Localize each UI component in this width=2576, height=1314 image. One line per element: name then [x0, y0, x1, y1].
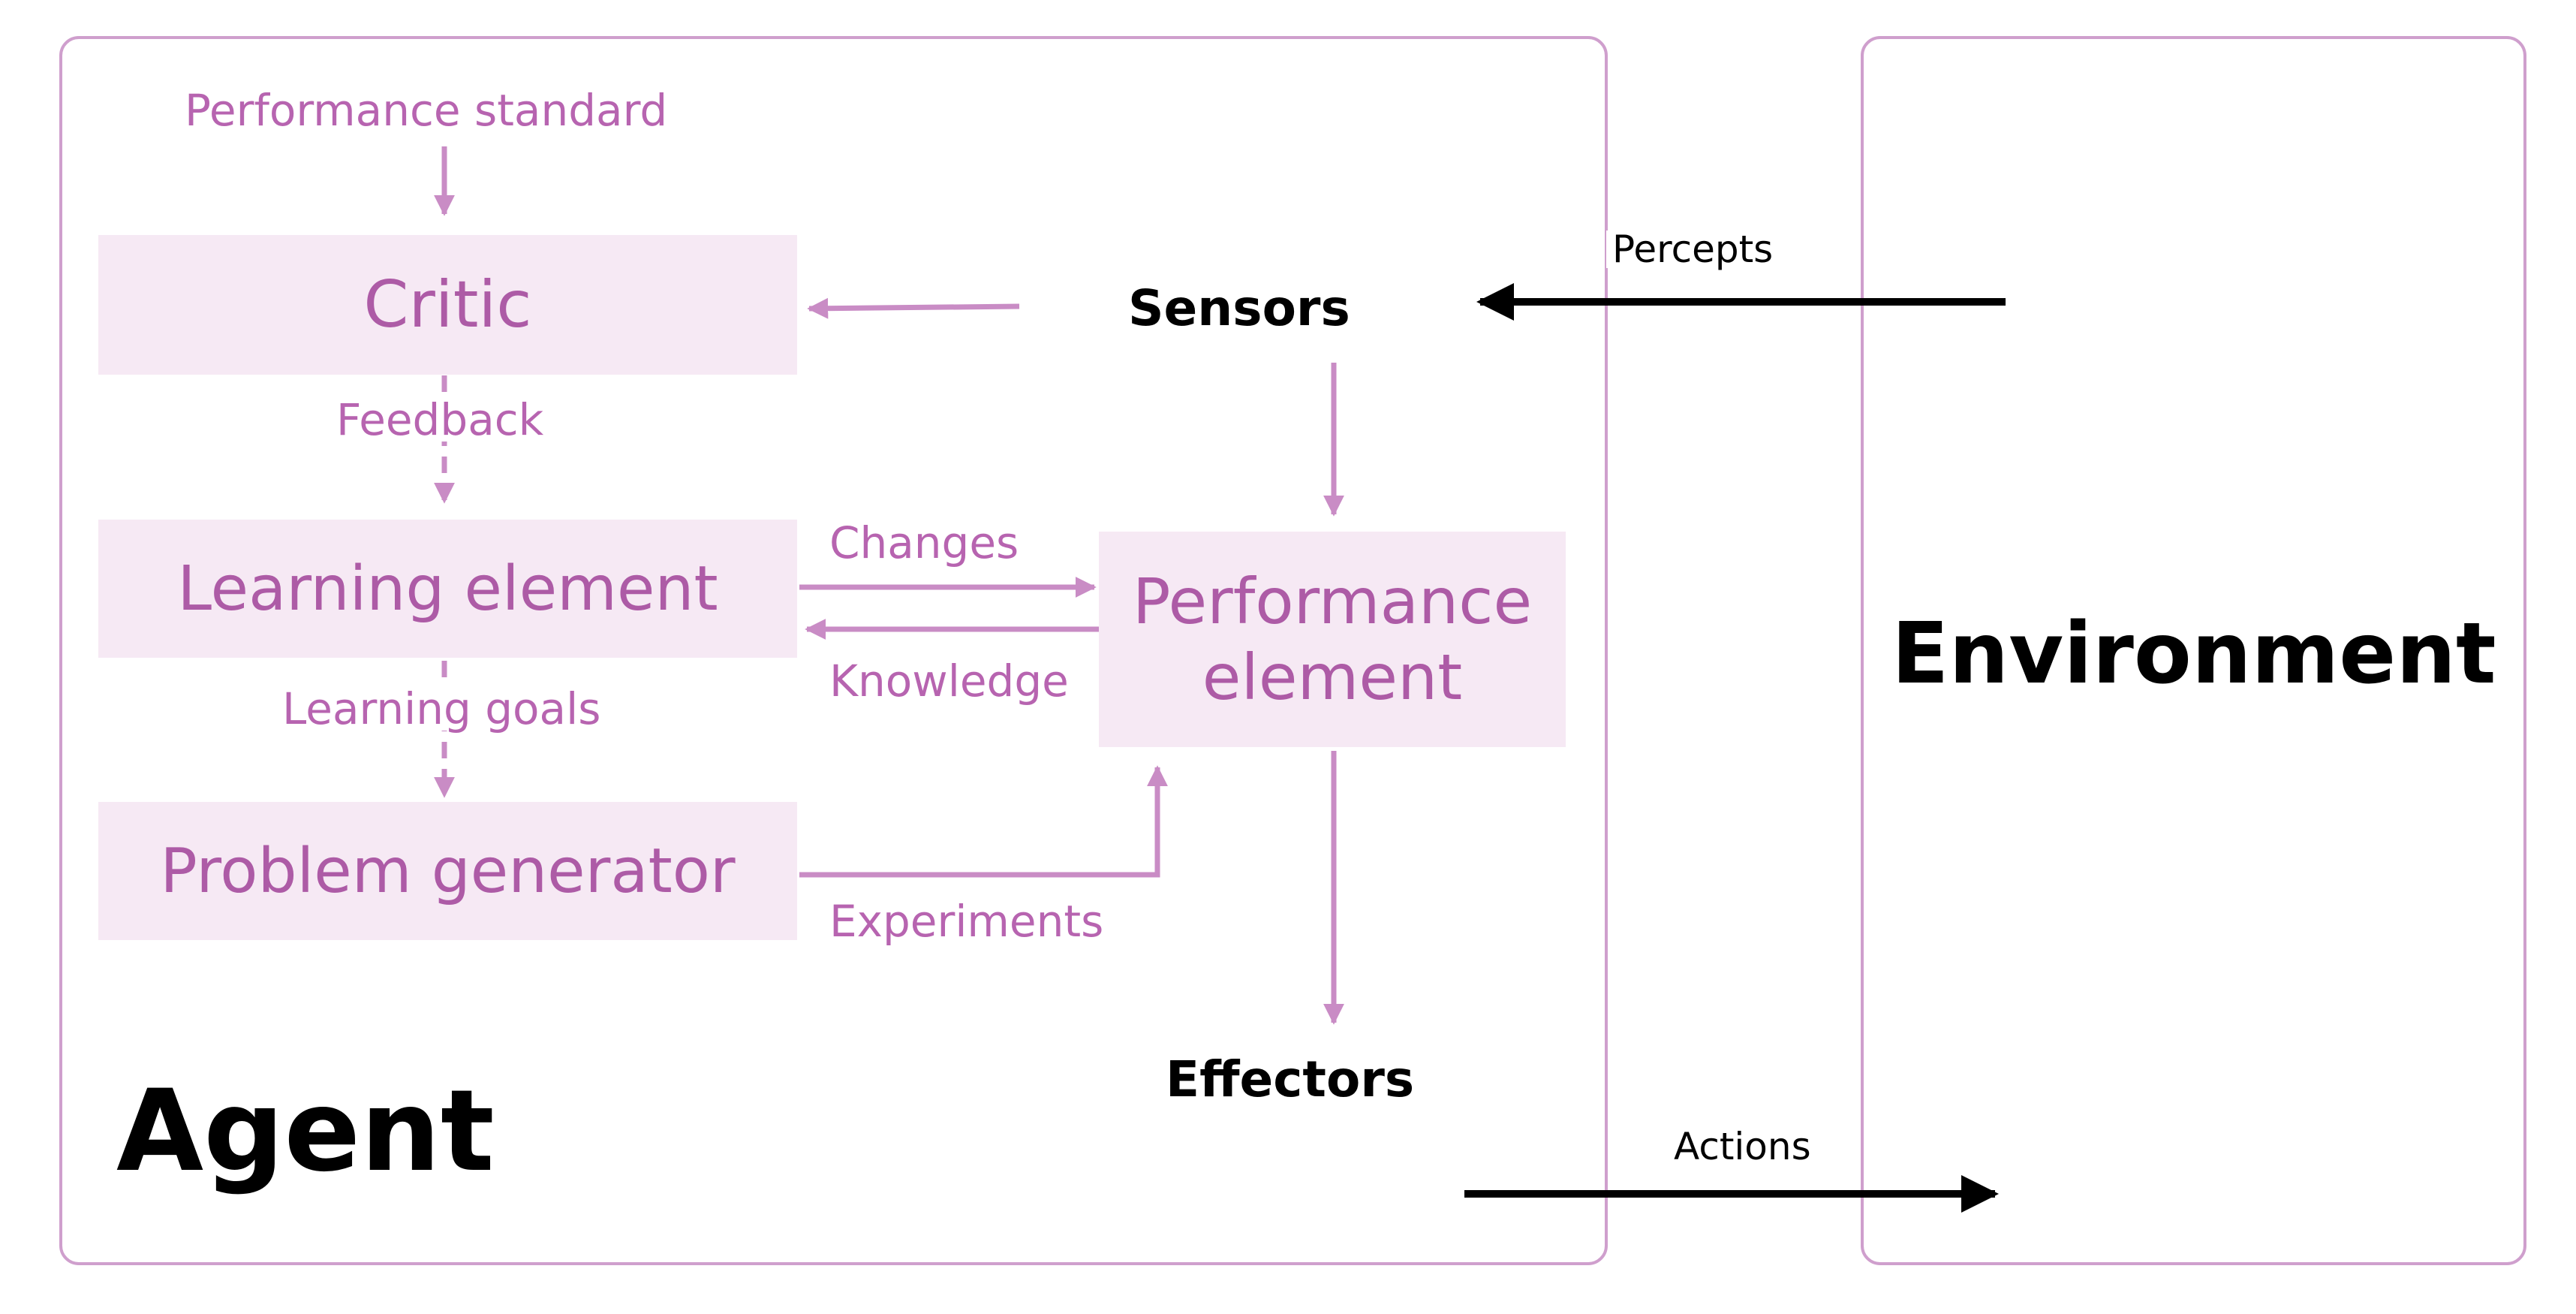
experiments-label: Experiments — [829, 896, 1104, 947]
critic-box: Critic — [98, 235, 797, 375]
learning-element-label: Learning element — [177, 553, 718, 625]
critic-label: Critic — [363, 267, 532, 342]
performance-standard-label: Performance standard — [185, 85, 668, 136]
feedback-label: Feedback — [332, 398, 549, 442]
agent-frame — [59, 36, 1608, 1265]
problem-generator-label: Problem generator — [160, 835, 736, 907]
performance-element-box: Performance element — [1099, 532, 1566, 747]
agent-title: Agent — [116, 1066, 495, 1197]
environment-title: Environment — [1891, 605, 2496, 703]
knowledge-label: Knowledge — [829, 655, 1069, 707]
changes-label: Changes — [829, 517, 1019, 568]
learning-element-box: Learning element — [98, 520, 797, 658]
percepts-label: Percepts — [1606, 231, 1780, 268]
performance-element-label-line2: element — [1202, 640, 1463, 714]
sensors-label: Sensors — [1128, 279, 1350, 337]
actions-label: Actions — [1668, 1128, 1817, 1165]
environment-frame — [1861, 36, 2526, 1265]
problem-generator-box: Problem generator — [98, 802, 797, 940]
learning-goals-label: Learning goals — [278, 687, 606, 731]
performance-element-label-line1: Performance — [1132, 564, 1533, 638]
effectors-label: Effectors — [1166, 1050, 1415, 1108]
